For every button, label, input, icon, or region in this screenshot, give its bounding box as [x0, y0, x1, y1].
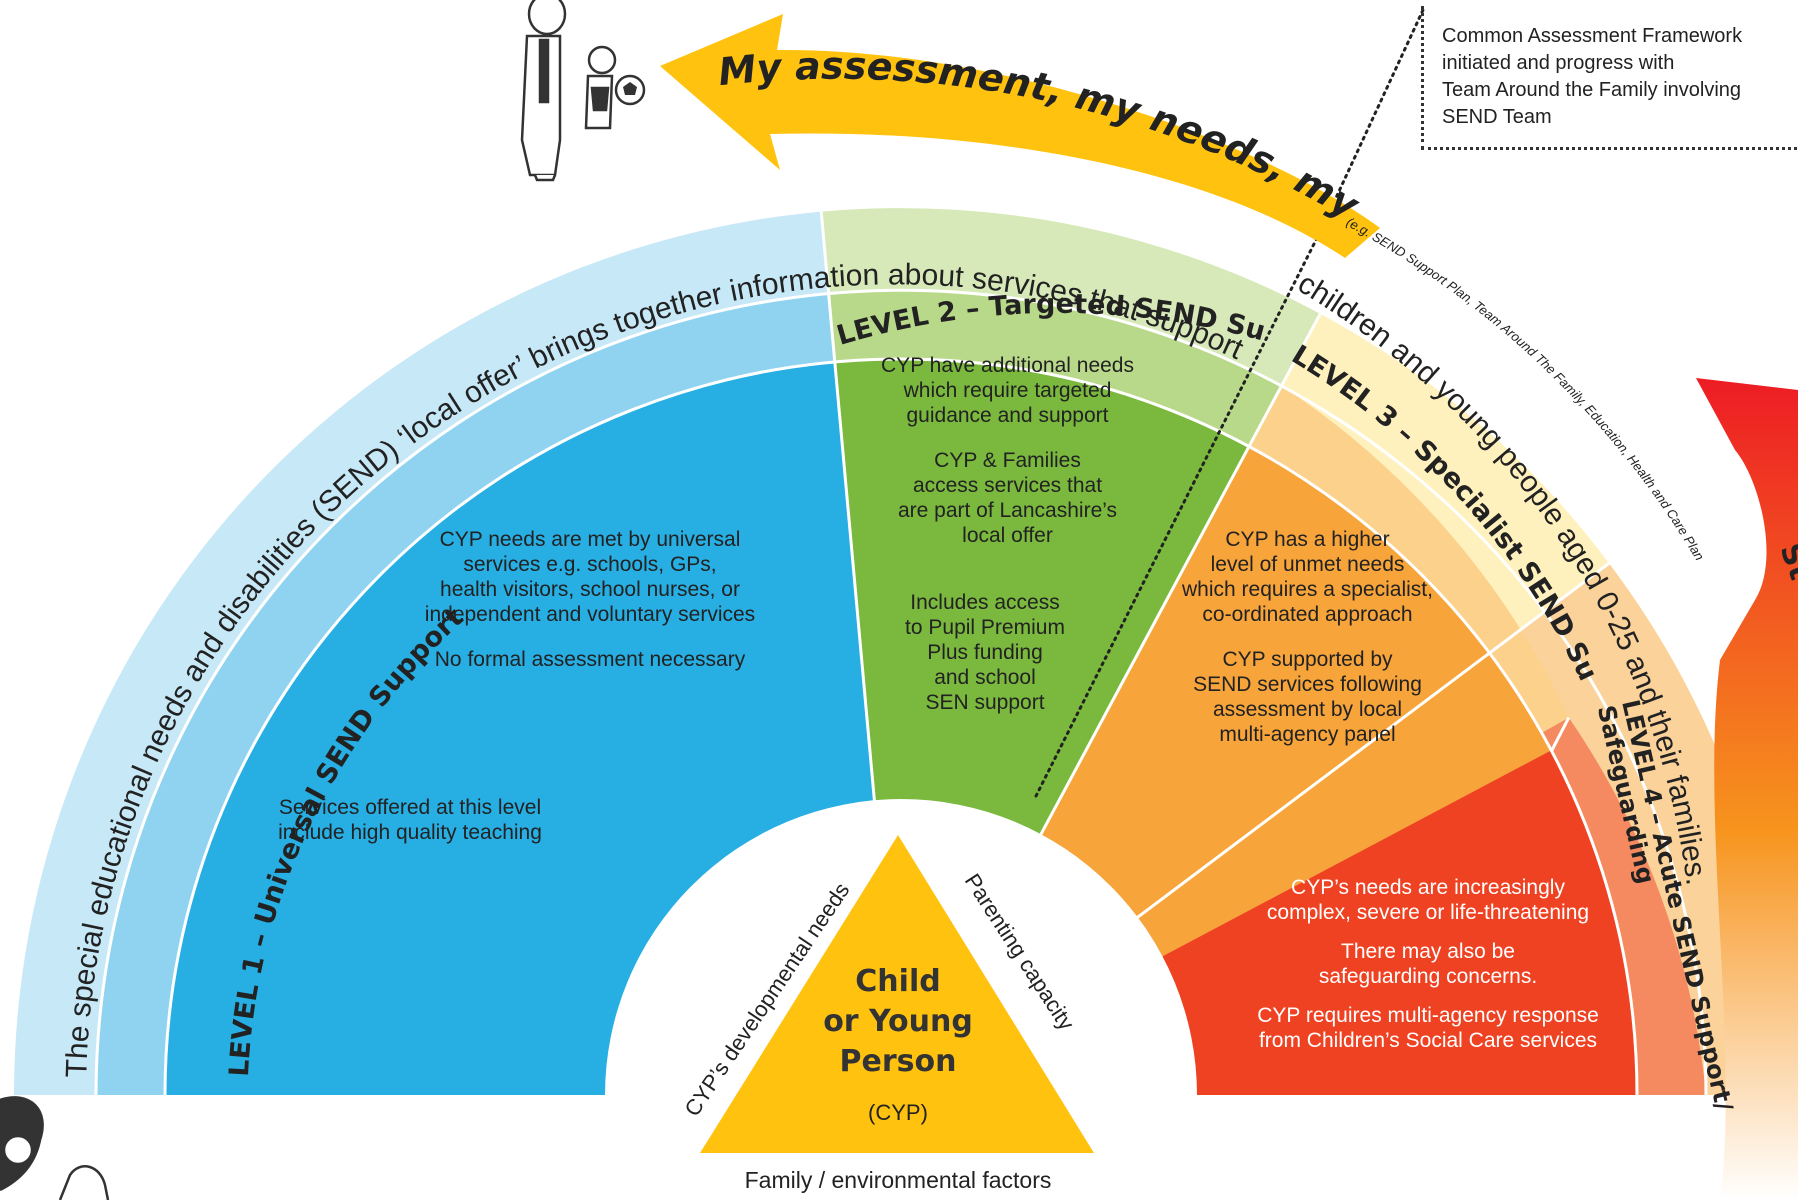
level1-paragraph-3: Services offered at this level include h…	[278, 796, 542, 844]
child-and-parent-illustration	[520, 0, 617, 182]
level2-level3-dotted-divider	[1034, 226, 1324, 798]
level1-paragraph-1: CYP needs are met by universal services …	[424, 528, 756, 626]
triangle-center-label: Child or Young Person	[823, 964, 973, 1079]
assessment-arrow	[660, 14, 1380, 258]
level4-paragraph-3: CYP requires multi-agency response from …	[1257, 1004, 1599, 1052]
assessment-arrow-title: My assessment, my needs, my plan	[0, 0, 1368, 229]
note-line: Team Around the Family involving	[1442, 79, 1742, 101]
level1-description: CYP needs are met by universal services …	[380, 527, 800, 672]
level4-paragraph-1: CYP’s needs are increasingly complex, se…	[1266, 876, 1590, 924]
level2-paragraph-1: CYP have additional needs which require …	[881, 354, 1134, 427]
soccer-ball-icon	[614, 74, 646, 106]
triangle-base-label: Family / environmental factors	[744, 1167, 1052, 1193]
level3-description: CYP has a higher level of unmet needs wh…	[1140, 527, 1475, 747]
note-line: Common Assessment Framework	[1442, 25, 1743, 47]
note-line: initiated and progress with	[1442, 52, 1675, 74]
level2-paragraph-3: Includes access to Pupil Premium Plus fu…	[905, 591, 1065, 714]
cyp-triangle	[700, 835, 1094, 1153]
note-connector-dotted-line	[1320, 8, 1425, 230]
note-line: SEND Team	[1442, 106, 1552, 128]
triangle-abbr: (CYP)	[868, 1100, 928, 1125]
mother-and-child-illustration	[0, 1096, 110, 1200]
level1-paragraph-2: No formal assessment necessary	[434, 648, 746, 671]
level2-description: CYP have additional needs which require …	[845, 353, 1170, 548]
level3-paragraph-1: CYP has a higher level of unmet needs wh…	[1182, 528, 1433, 626]
level3-paragraph-2: CYP supported by SEND services following…	[1193, 648, 1422, 746]
level2-paragraph-2: CYP & Families access services that are …	[897, 449, 1118, 547]
level4-description: CYP’s needs are increasingly complex, se…	[1228, 875, 1628, 1053]
escalation-arrow	[1696, 378, 1798, 1200]
level4-paragraph-2: There may also be safeguarding concerns.	[1318, 940, 1538, 988]
note-box: Common Assessment Framework initiated an…	[1421, 6, 1798, 150]
